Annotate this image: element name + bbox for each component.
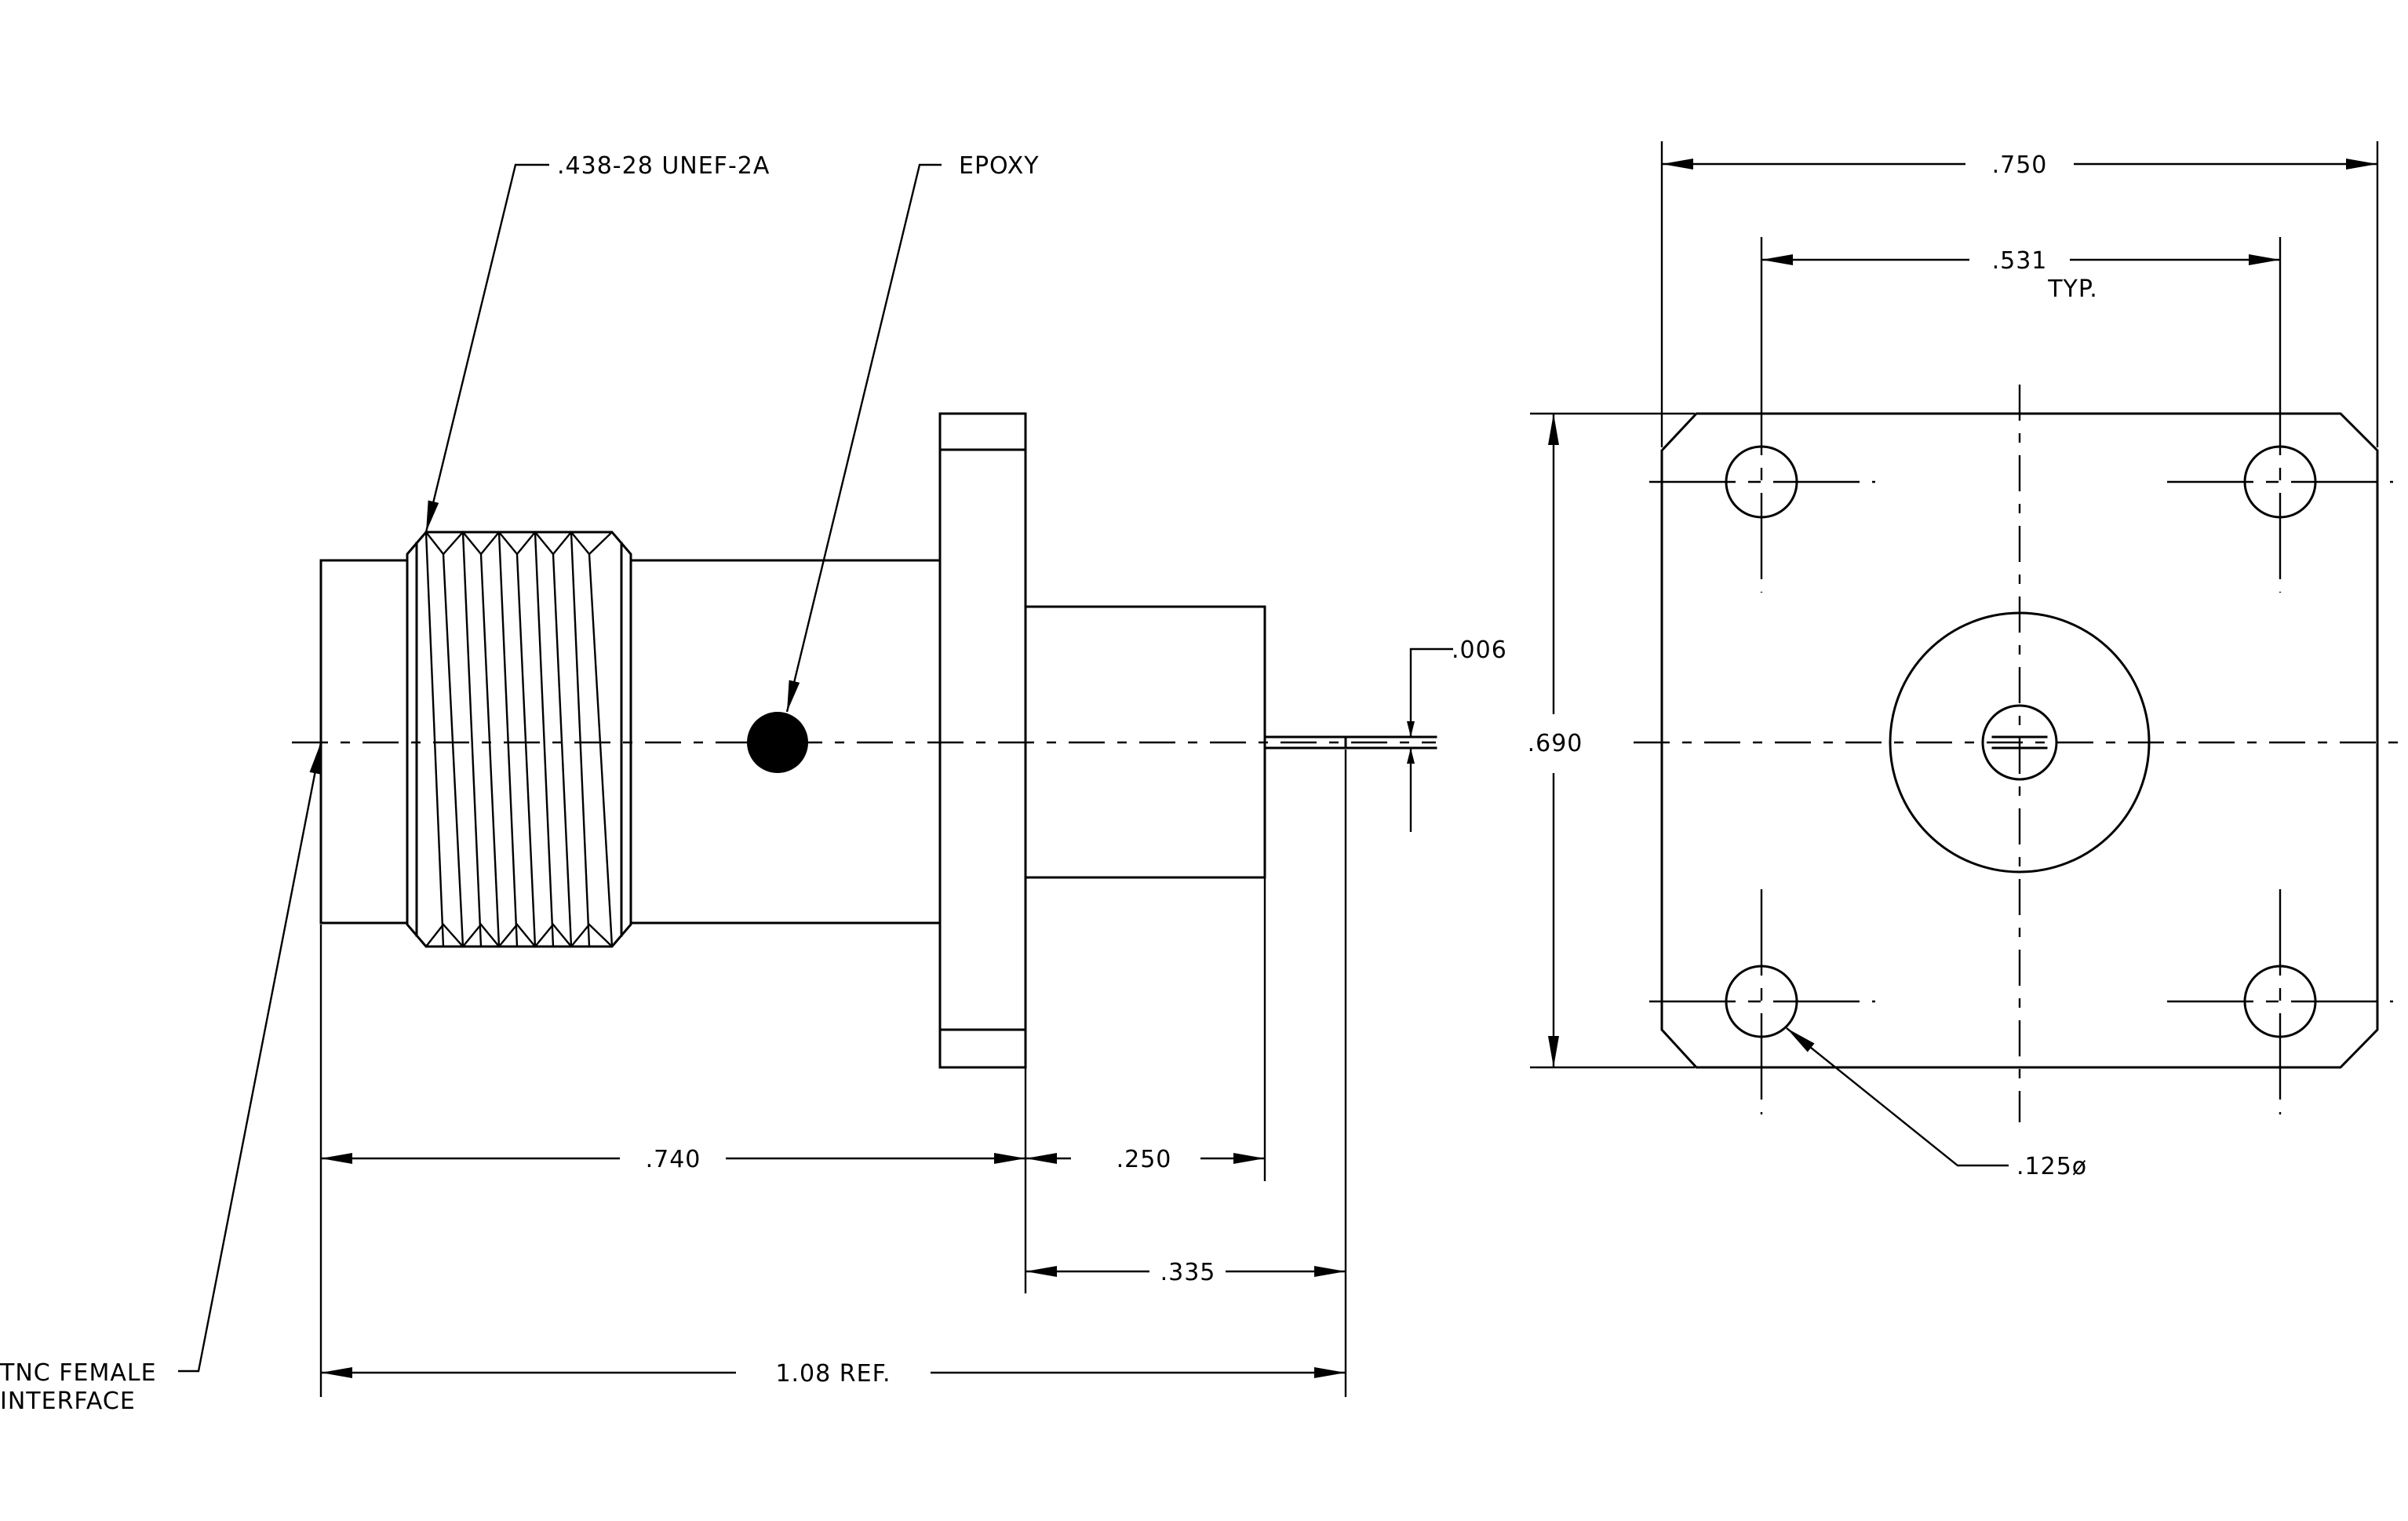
dim-hole-spacing-note: TYP. <box>2047 275 2098 303</box>
front-view: .750 .531 TYP. .690 .125ø <box>1528 141 2408 1180</box>
dim-hole-spacing: .531 <box>1992 247 2048 275</box>
side-view: .740 .250 .335 1.08 REF. .006 .438-28 UN… <box>0 152 1507 1415</box>
center-boss <box>1889 611 2151 874</box>
thread-section <box>406 531 632 948</box>
dim-pin-dia: .006 <box>1452 636 1507 664</box>
hole-callout: .125ø <box>2016 1153 2087 1180</box>
mounting-hole-tl <box>1649 369 1875 593</box>
dim-flange-height: .690 <box>1528 730 1583 757</box>
dim-overall: 1.08 REF. <box>775 1360 891 1388</box>
flange <box>938 412 1027 1069</box>
flange-outline <box>1660 412 2379 1069</box>
dim-body-to-flange: .740 <box>646 1146 701 1173</box>
interface-callout-line2: INTERFACE <box>0 1388 136 1415</box>
dim-flange-width: .750 <box>1992 151 2048 179</box>
epoxy-dot <box>747 712 808 773</box>
mounting-hole-tr <box>2167 369 2393 593</box>
mounting-hole-br <box>2167 889 2393 1114</box>
center-contact <box>1981 704 2058 781</box>
dim-pin-length: .335 <box>1160 1259 1216 1286</box>
interface-callout-line1: TNC FEMALE <box>0 1359 157 1387</box>
thread-callout: .438-28 UNEF-2A <box>557 152 770 180</box>
rear-body <box>1024 605 1266 879</box>
mounting-hole-bl <box>1649 889 1875 1114</box>
dim-rear-body: .250 <box>1117 1146 1172 1173</box>
epoxy-callout: EPOXY <box>959 152 1040 180</box>
